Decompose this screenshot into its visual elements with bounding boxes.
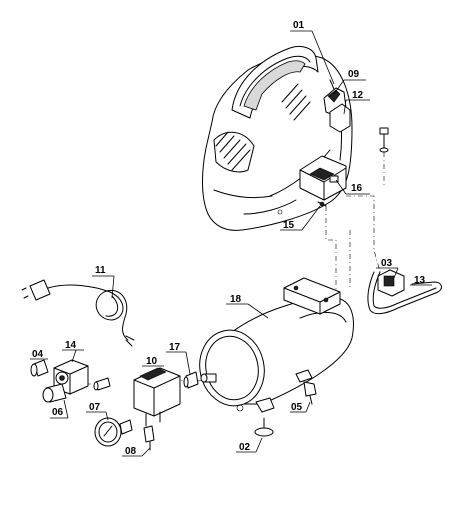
part-15-screw (317, 201, 327, 207)
part-06-gauge (42, 383, 67, 403)
part-18-tank (199, 277, 354, 413)
label-13: 13 (414, 275, 426, 286)
part-02-foot (254, 417, 274, 437)
label-09: 09 (348, 69, 360, 80)
label-01: 01 (293, 20, 305, 31)
label-16: 16 (351, 183, 363, 194)
label-07: 07 (89, 402, 101, 413)
part-17-nipple (183, 371, 199, 389)
part-16-bracket (299, 155, 347, 201)
part-04-connector (30, 359, 49, 377)
part-03-check-valve (377, 269, 405, 297)
label-06: 06 (52, 407, 64, 418)
part-13-pipe (367, 271, 442, 315)
label-03: 03 (381, 258, 393, 269)
label-17: 17 (169, 342, 181, 353)
label-10: 10 (146, 356, 158, 367)
fitting-14 (93, 377, 111, 391)
part-12-cover (329, 103, 351, 133)
label-12: 12 (352, 90, 364, 101)
part-07-gauge (94, 417, 133, 447)
part-05-drain (303, 381, 317, 405)
label-15: 15 (283, 220, 295, 231)
bolt-hood (379, 127, 389, 153)
part-08-relief-valve (143, 425, 155, 451)
part-11-power-cord (21, 279, 135, 347)
part-labels: 01 09 12 16 15 11 03 13 18 14 04 10 17 0… (32, 20, 426, 457)
label-14: 14 (65, 340, 77, 351)
label-18: 18 (230, 294, 242, 305)
label-08: 08 (125, 446, 137, 457)
label-05: 05 (291, 402, 303, 413)
label-04: 04 (32, 349, 44, 360)
leader-lines (30, 30, 432, 457)
label-11: 11 (95, 265, 106, 276)
part-10-pressure-switch (133, 367, 181, 427)
label-02: 02 (239, 442, 251, 453)
